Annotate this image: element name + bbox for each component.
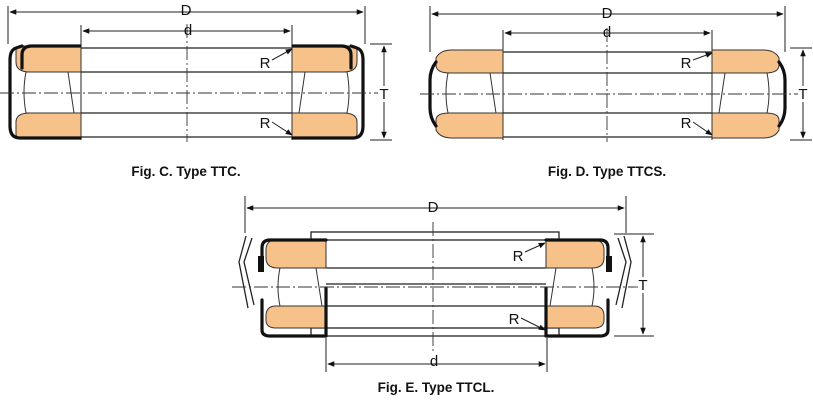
fig-c-height-dim: T — [379, 86, 388, 103]
fig-e-outer-dim: D — [428, 199, 439, 216]
fig-c-race-bottom-right — [291, 112, 358, 139]
fig-e-caption: Fig. E. Type TTCL. — [378, 380, 495, 395]
fig-e-race-top-left — [265, 239, 327, 269]
fig-c-inner-dim: d — [184, 22, 192, 39]
fig-e-shape — [258, 256, 264, 272]
fig-e-race-bottom-right — [545, 305, 605, 329]
fig-e-line — [615, 237, 627, 306]
fig-c-race-top-right — [291, 45, 358, 73]
fig-c-radius-top: R — [260, 55, 271, 72]
fig-d-outer-dim: D — [602, 5, 613, 22]
fig-c-roller-right — [298, 71, 350, 114]
fig-d-radius-top: R — [681, 55, 692, 72]
fig-c-outer-dim: D — [181, 2, 192, 19]
fig-d-race-bottom-right — [711, 112, 780, 139]
fig-d-caption: Fig. D. Type TTCS. — [548, 164, 666, 179]
figure-d: D d T R R Fig. D. Type TTCS. — [420, 5, 812, 179]
fig-d-height-bg — [795, 86, 811, 102]
fig-e-line — [243, 237, 255, 306]
fig-e-shape — [310, 327, 560, 337]
fig-d-race-top-left — [435, 49, 504, 74]
fig-e-line — [524, 242, 546, 253]
fig-e-inner-dim: d — [430, 353, 438, 370]
fig-c-race-top-left — [15, 45, 82, 73]
fig-e-radius-bottom: R — [509, 311, 520, 328]
fig-d-line — [692, 121, 713, 136]
figure-c: D d T R R — [0, 2, 392, 179]
fig-e-shape — [310, 231, 560, 241]
fig-c-race-bottom-left — [15, 112, 82, 139]
fig-e-outline — [544, 286, 610, 338]
fig-d-race-top-right — [711, 49, 780, 74]
fig-c-outline — [20, 44, 82, 70]
fig-c-outline — [8, 44, 24, 62]
fig-c-outline — [291, 44, 353, 70]
fig-c-radius-bottom: R — [260, 115, 271, 132]
fig-c-outline — [8, 58, 82, 140]
fig-c-line — [271, 121, 293, 136]
fig-e-race-bottom-left — [265, 305, 327, 329]
fig-d-race-bottom-left — [435, 112, 504, 139]
fig-e-race-top-right — [545, 239, 605, 269]
fig-e-outline — [260, 238, 328, 258]
fig-c-roller-left — [23, 71, 75, 114]
fig-e-line — [520, 317, 546, 331]
fig-d-height-dim: T — [798, 86, 807, 103]
fig-e-outline — [260, 286, 328, 338]
fig-e-outline — [544, 238, 610, 258]
fig-e-shape — [606, 256, 612, 272]
fig-c-line — [271, 48, 293, 61]
fig-d-radius-bottom: R — [681, 115, 692, 132]
fig-e-line — [621, 235, 632, 309]
fig-d-roller-right — [718, 72, 770, 114]
fig-e-radius-top: R — [513, 248, 524, 265]
fig-d-line — [692, 52, 713, 61]
fig-c-caption: Fig. C. Type TTC. — [131, 164, 240, 179]
fig-d-roller-left — [445, 72, 497, 114]
fig-c-height-bg — [376, 86, 392, 102]
fig-e-line — [238, 235, 249, 309]
fig-e-height-bg — [635, 277, 651, 293]
figure-e: D d T R — [232, 196, 654, 395]
fig-e-height-dim: T — [638, 277, 647, 294]
